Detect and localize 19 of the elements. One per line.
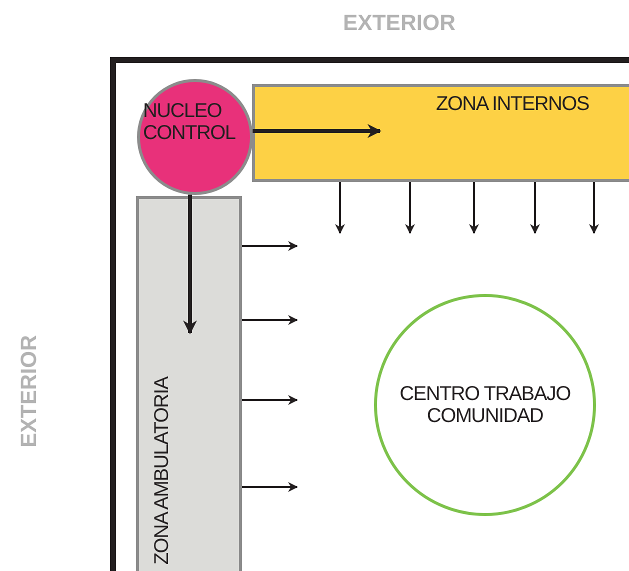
zone-label: ZONA INTERNOS <box>436 93 589 115</box>
arrow <box>589 182 599 234</box>
arrow <box>405 182 415 234</box>
area-label: EXTERIOR <box>16 335 42 448</box>
arrow <box>242 315 298 325</box>
zone-label: ZONA AMBULATORIA <box>151 377 173 565</box>
arrow <box>530 182 540 234</box>
zone-band <box>252 84 629 182</box>
arrow <box>252 124 382 138</box>
arrow <box>469 182 479 234</box>
zone-band <box>136 196 242 571</box>
zone-label: NUCLEO CONTROL <box>142 99 236 144</box>
arrow <box>242 395 298 405</box>
arrow <box>242 482 298 492</box>
circle-label: CENTRO TRABAJO COMUNIDAD <box>398 383 572 427</box>
area-label: EXTERIOR <box>343 10 456 36</box>
arrow <box>183 194 197 334</box>
arrow <box>335 182 345 234</box>
arrow <box>242 241 298 251</box>
